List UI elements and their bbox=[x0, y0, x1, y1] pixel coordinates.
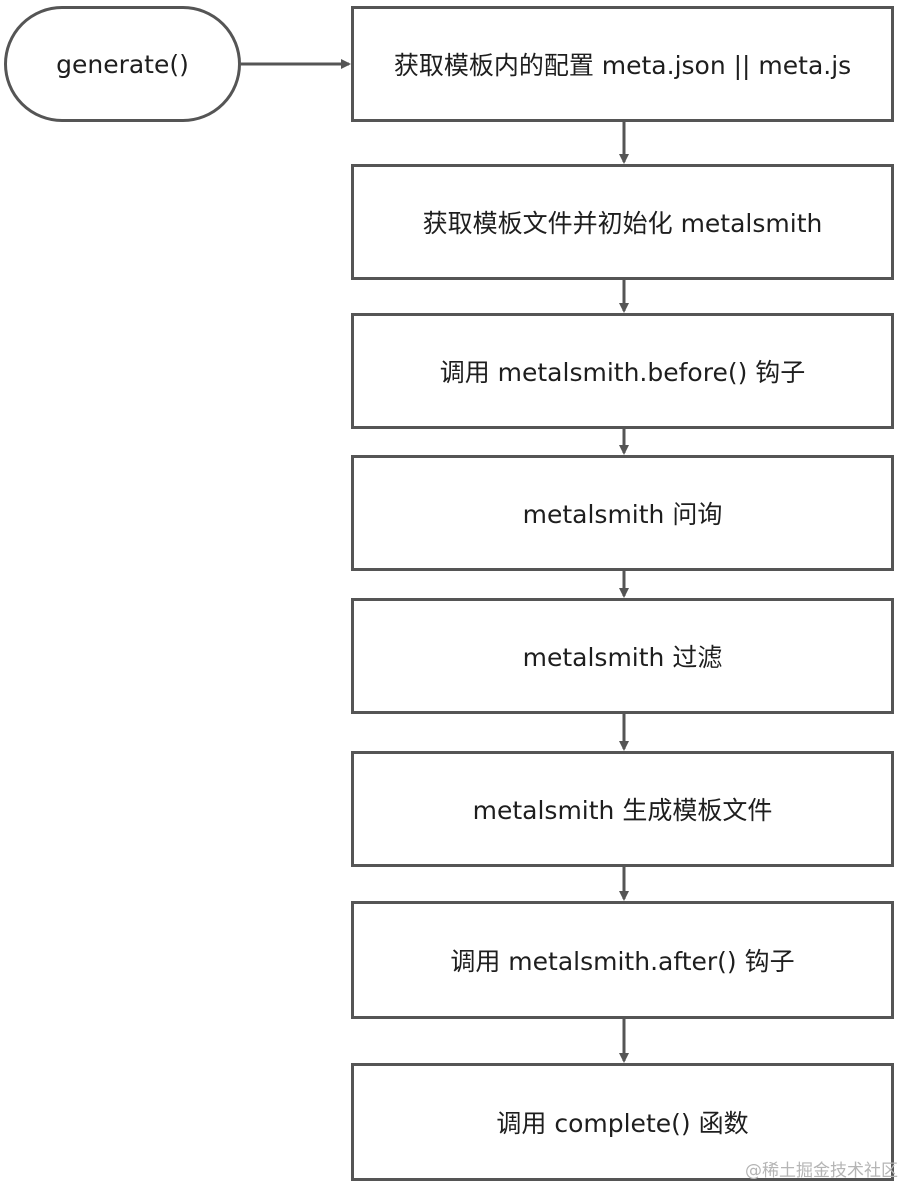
step-label: 调用 metalsmith.before() 钩子 bbox=[439, 358, 806, 387]
step-init-metalsmith: 获取模板文件并初始化 metalsmith bbox=[351, 164, 894, 280]
step-label: 调用 metalsmith.after() 钩子 bbox=[450, 947, 795, 976]
step-label: 获取模板内的配置 meta.json || meta.js bbox=[393, 51, 852, 80]
start-node-label: generate() bbox=[56, 49, 189, 79]
step-label: metalsmith 过滤 bbox=[522, 643, 723, 672]
step-after-hook: 调用 metalsmith.after() 钩子 bbox=[351, 901, 894, 1019]
step-ask-questions: metalsmith 问询 bbox=[351, 455, 894, 571]
step-filter: metalsmith 过滤 bbox=[351, 598, 894, 714]
start-node-generate: generate() bbox=[4, 6, 241, 122]
step-complete-function: 调用 complete() 函数 bbox=[351, 1063, 894, 1181]
watermark: @稀土掘金技术社区 bbox=[745, 1161, 898, 1181]
step-label: metalsmith 生成模板文件 bbox=[472, 796, 773, 825]
step-label: metalsmith 问询 bbox=[522, 500, 723, 529]
step-get-meta-config: 获取模板内的配置 meta.json || meta.js bbox=[351, 6, 894, 122]
step-generate-files: metalsmith 生成模板文件 bbox=[351, 751, 894, 867]
step-before-hook: 调用 metalsmith.before() 钩子 bbox=[351, 313, 894, 429]
step-label: 获取模板文件并初始化 metalsmith bbox=[422, 209, 823, 238]
step-label: 调用 complete() 函数 bbox=[496, 1109, 749, 1138]
